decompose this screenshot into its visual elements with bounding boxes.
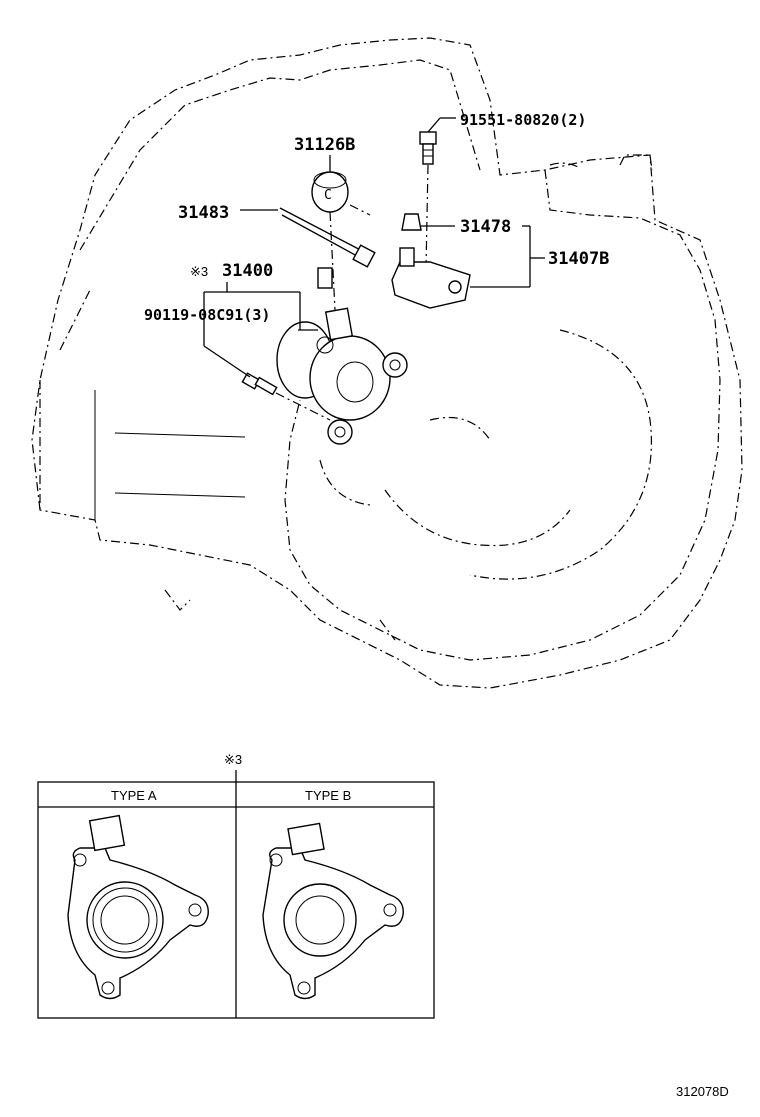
transmission-housing [31,37,743,689]
bolt-91551-part [419,117,456,269]
type-a-header: TYPE A [111,788,157,803]
release-cylinder-part [276,307,408,445]
part-labels: 31126B 31483 ※3 31400 90119-08C91(3) 915… [144,111,609,324]
label-31400-mark: ※3 [190,264,208,279]
label-90119: 90119-08C91(3) [144,306,270,324]
label-31478: 31478 [460,217,511,237]
label-31126b: 31126B [294,135,355,155]
union-fitting-part [391,225,545,309]
clutch-tube-part [240,206,376,289]
housing-ribs [94,390,246,520]
leader-lines [203,282,318,346]
diagram-code: 312078D [676,1084,729,1099]
label-31400: 31400 [222,261,273,281]
bleeder-cap-part [401,213,455,231]
label-31483: 31483 [178,203,229,223]
type-b-header: TYPE B [305,788,351,803]
type-table: ※3 TYPE A TYPE B [37,752,435,1019]
label-91551: 91551-80820(2) [460,111,586,129]
cap-part: C [311,155,349,311]
type-b-cylinder [262,822,404,1000]
table-mark: ※3 [224,752,242,767]
bolt-90119-part [203,345,331,421]
cap-letter: C [324,188,332,203]
label-31407b: 31407B [548,249,609,269]
type-a-cylinder [67,814,209,1000]
